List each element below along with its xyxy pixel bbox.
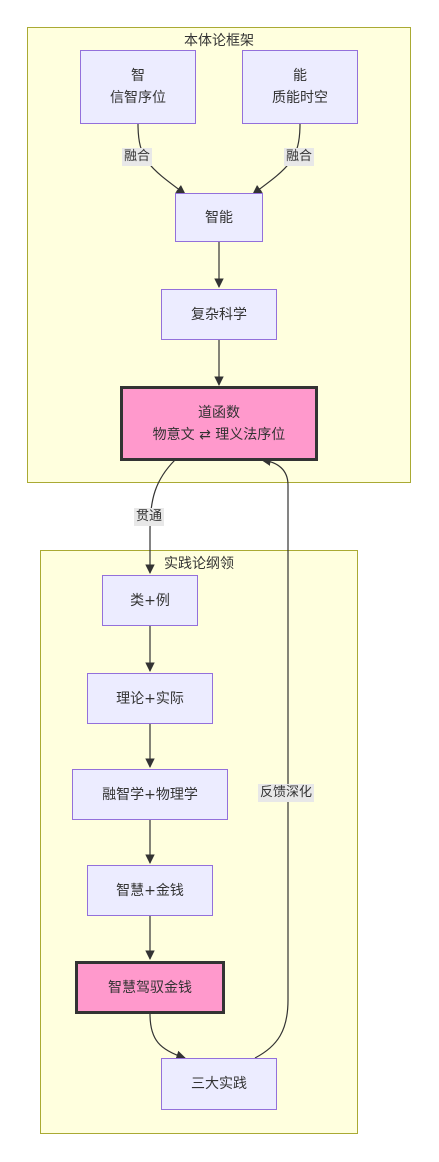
- edge-drive-to-three: [149, 1013, 186, 1060]
- node-class-example: 类+例: [102, 575, 198, 626]
- node-zhi-subtitle: 信智序位: [110, 90, 166, 106]
- node-zhineng: 智能: [175, 193, 263, 242]
- node-dao-function: 道函数 物意文 ⇄ 理义法序位: [120, 386, 318, 461]
- node-fusion-physics: 融智学+物理学: [72, 769, 228, 820]
- edge-three-feedback-to-dao: [254, 456, 289, 1059]
- node-class-example-label: 类+例: [130, 592, 170, 609]
- node-zhi-title: 智: [131, 68, 145, 84]
- node-zhi: 智 信智序位: [80, 50, 196, 124]
- node-dao-function-subtitle: 物意文 ⇄ 理义法序位: [152, 426, 286, 443]
- node-wisdom-money-label: 智慧+金钱: [116, 882, 184, 899]
- node-theory-practice: 理论+实际: [87, 673, 213, 724]
- node-neng-title: 能: [293, 68, 307, 84]
- practice-program-cluster: 实践论纲领: [40, 550, 358, 1134]
- node-complex-science: 复杂科学: [161, 289, 277, 340]
- node-wisdom-drives-money-label: 智慧驾驭金钱: [108, 979, 192, 996]
- practice-program-title: 实践论纲领: [164, 556, 234, 572]
- node-three-practices: 三大实践: [161, 1058, 277, 1110]
- node-neng: 能 质能时空: [242, 50, 358, 124]
- node-neng-subtitle: 质能时空: [272, 90, 328, 106]
- ontology-framework-title: 本体论框架: [184, 33, 254, 49]
- edge-dao-to-lei: [145, 459, 176, 574]
- node-dao-function-title: 道函数: [198, 404, 240, 421]
- node-three-practices-label: 三大实践: [191, 1076, 247, 1092]
- node-zhineng-label: 智能: [205, 209, 233, 226]
- node-theory-practice-label: 理论+实际: [116, 690, 184, 707]
- edge-label-through: 贯通: [134, 508, 165, 526]
- node-wisdom-drives-money: 智慧驾驭金钱: [75, 961, 225, 1014]
- node-wisdom-money: 智慧+金钱: [87, 865, 213, 916]
- edge-label-fuse-right: 融合: [284, 148, 315, 166]
- node-fusion-physics-label: 融智学+物理学: [102, 786, 198, 803]
- edge-label-fuse-left: 融合: [122, 148, 153, 166]
- edge-label-feedback: 反馈深化: [258, 784, 315, 802]
- node-complex-science-label: 复杂科学: [191, 306, 247, 323]
